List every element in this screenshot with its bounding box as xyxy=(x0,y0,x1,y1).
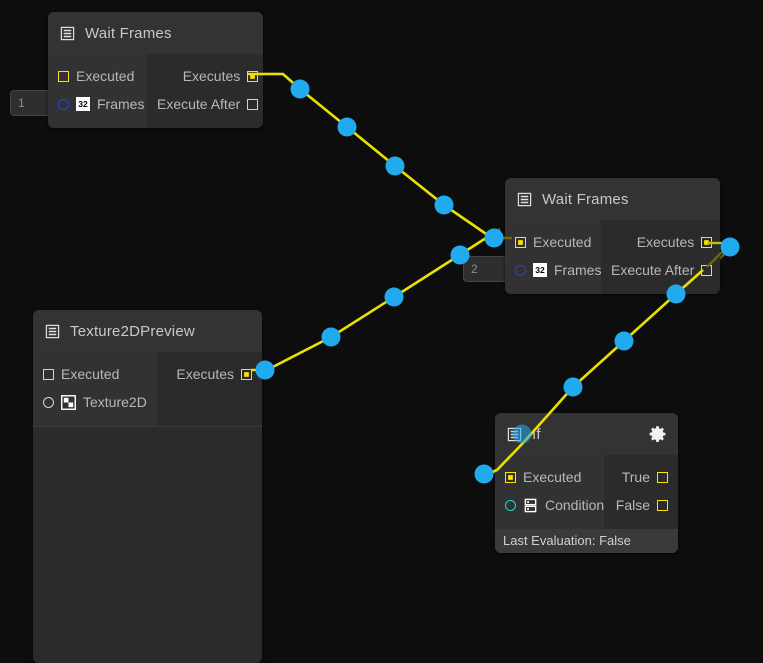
port-label: Executes xyxy=(176,366,234,382)
node-texture2dpreview[interactable]: Texture2DPreview Executed Texture2D xyxy=(33,310,262,663)
wire-waypoint[interactable] xyxy=(720,237,740,257)
port-label: Execute After xyxy=(611,262,695,278)
port-label: Execute After xyxy=(157,96,241,112)
node-title-text: Wait Frames xyxy=(542,190,629,208)
list-icon xyxy=(60,26,75,40)
port-label: Frames xyxy=(97,96,145,112)
int32-badge: 32 xyxy=(76,97,90,111)
data-port-icon[interactable] xyxy=(515,264,526,276)
wire-tex-to-wf2-under xyxy=(251,227,501,372)
list-icon xyxy=(507,427,522,441)
output-ports-column: Executes Execute After xyxy=(601,220,720,294)
exec-port-icon[interactable] xyxy=(515,236,526,248)
port-row-frames[interactable]: 32 Frames xyxy=(48,90,147,118)
image-badge xyxy=(61,394,76,410)
list-icon xyxy=(45,324,60,338)
output-ports-column: Executes Execute After xyxy=(147,54,263,128)
frames-value-field-2[interactable]: 2 xyxy=(463,256,511,282)
wire-waypoint[interactable] xyxy=(474,464,494,484)
port-row-execute-after[interactable]: Execute After xyxy=(147,90,263,118)
port-label: Executed xyxy=(533,234,592,250)
input-ports-column: Executed Condition xyxy=(495,455,604,529)
exec-port-icon[interactable] xyxy=(43,368,54,380)
int32-badge: 32 xyxy=(533,263,547,277)
node-title-bar[interactable]: Texture2DPreview xyxy=(33,310,262,352)
node-wait-frames-1[interactable]: Wait Frames Executed 32 Frames Executes xyxy=(48,12,263,128)
wire-tex-to-wf2[interactable] xyxy=(251,236,487,372)
port-label: Condition xyxy=(545,497,605,513)
port-row-false[interactable]: False xyxy=(604,491,678,519)
input-ports-column: Executed 32 Frames xyxy=(48,54,147,128)
node-title-text: Wait Frames xyxy=(85,24,172,42)
node-title-bar[interactable]: If xyxy=(495,413,678,455)
wire-waypoint[interactable] xyxy=(321,327,341,347)
texture-preview-area[interactable] xyxy=(33,426,262,663)
exec-port-icon[interactable] xyxy=(58,70,69,82)
node-body: Executed 32 Frames Executes Execute Afte… xyxy=(48,54,263,128)
wire-waypoint[interactable] xyxy=(337,117,357,137)
port-row-execute-after[interactable]: Execute After xyxy=(601,256,720,284)
exec-port-icon[interactable] xyxy=(701,236,713,248)
list-icon xyxy=(517,192,532,206)
node-title-text: Texture2DPreview xyxy=(70,322,195,340)
port-label: Executes xyxy=(182,68,241,84)
node-wait-frames-2[interactable]: Wait Frames Executed 32 Frames Executes xyxy=(505,178,720,294)
data-port-icon[interactable] xyxy=(505,499,516,511)
port-label: False xyxy=(615,497,650,513)
port-label: Frames xyxy=(554,262,602,278)
wire-waypoint[interactable] xyxy=(563,377,583,397)
node-body: Executed 32 Frames Executes Execute Afte… xyxy=(505,220,720,294)
wire-waypoint[interactable] xyxy=(434,195,454,215)
port-row-true[interactable]: True xyxy=(604,463,678,491)
port-label: True xyxy=(621,469,650,485)
node-body: Executed Texture2D Executes xyxy=(33,352,262,426)
last-evaluation-label: Last Evaluation: False xyxy=(495,529,678,553)
port-label: Executed xyxy=(76,68,135,84)
exec-port-icon[interactable] xyxy=(505,471,516,483)
port-row-executes[interactable]: Executes xyxy=(601,228,720,256)
data-port-icon[interactable] xyxy=(43,396,54,408)
bool-badge xyxy=(524,498,537,512)
port-row-executed[interactable]: Executed xyxy=(495,463,604,491)
port-row-executes[interactable]: Executes xyxy=(157,360,262,388)
output-ports-column: Executes xyxy=(157,352,262,426)
node-body: Executed Condition True xyxy=(495,455,678,529)
output-ports-column: True False xyxy=(604,455,678,529)
exec-port-icon[interactable] xyxy=(241,368,252,380)
port-row-texture2d[interactable]: Texture2D xyxy=(33,388,157,416)
exec-port-icon[interactable] xyxy=(247,70,259,82)
port-row-executed[interactable]: Executed xyxy=(505,228,601,256)
port-row-executes[interactable]: Executes xyxy=(147,62,263,90)
exec-port-icon[interactable] xyxy=(657,499,668,511)
input-ports-column: Executed 32 Frames xyxy=(505,220,601,294)
gear-icon[interactable] xyxy=(649,426,666,443)
exec-port-icon[interactable] xyxy=(657,471,668,483)
data-port-icon[interactable] xyxy=(58,98,69,110)
node-title-bar[interactable]: Wait Frames xyxy=(505,178,720,220)
node-title-bar[interactable]: Wait Frames xyxy=(48,12,263,54)
wire-waypoint[interactable] xyxy=(484,228,504,248)
port-row-executed[interactable]: Executed xyxy=(33,360,157,388)
wire-waypoint[interactable] xyxy=(385,156,405,176)
wire-waypoint[interactable] xyxy=(614,331,634,351)
port-label: Executed xyxy=(523,469,582,485)
wire-waypoint[interactable] xyxy=(290,79,310,99)
node-title-text: If xyxy=(532,425,541,443)
exec-port-icon[interactable] xyxy=(247,98,259,110)
wire-waypoint[interactable] xyxy=(384,287,404,307)
port-label: Executes xyxy=(636,234,695,250)
port-label: Executed xyxy=(61,366,120,382)
port-row-executed[interactable]: Executed xyxy=(48,62,147,90)
node-if[interactable]: If Executed xyxy=(495,413,678,553)
port-label: Texture2D xyxy=(83,394,147,410)
port-row-condition[interactable]: Condition xyxy=(495,491,604,519)
port-row-frames[interactable]: 32 Frames xyxy=(505,256,601,284)
input-ports-column: Executed Texture2D xyxy=(33,352,157,426)
exec-port-icon[interactable] xyxy=(701,264,713,276)
wire-wf1-to-wf2[interactable] xyxy=(248,72,493,240)
wire-wf1-to-wf2-under xyxy=(248,72,520,240)
